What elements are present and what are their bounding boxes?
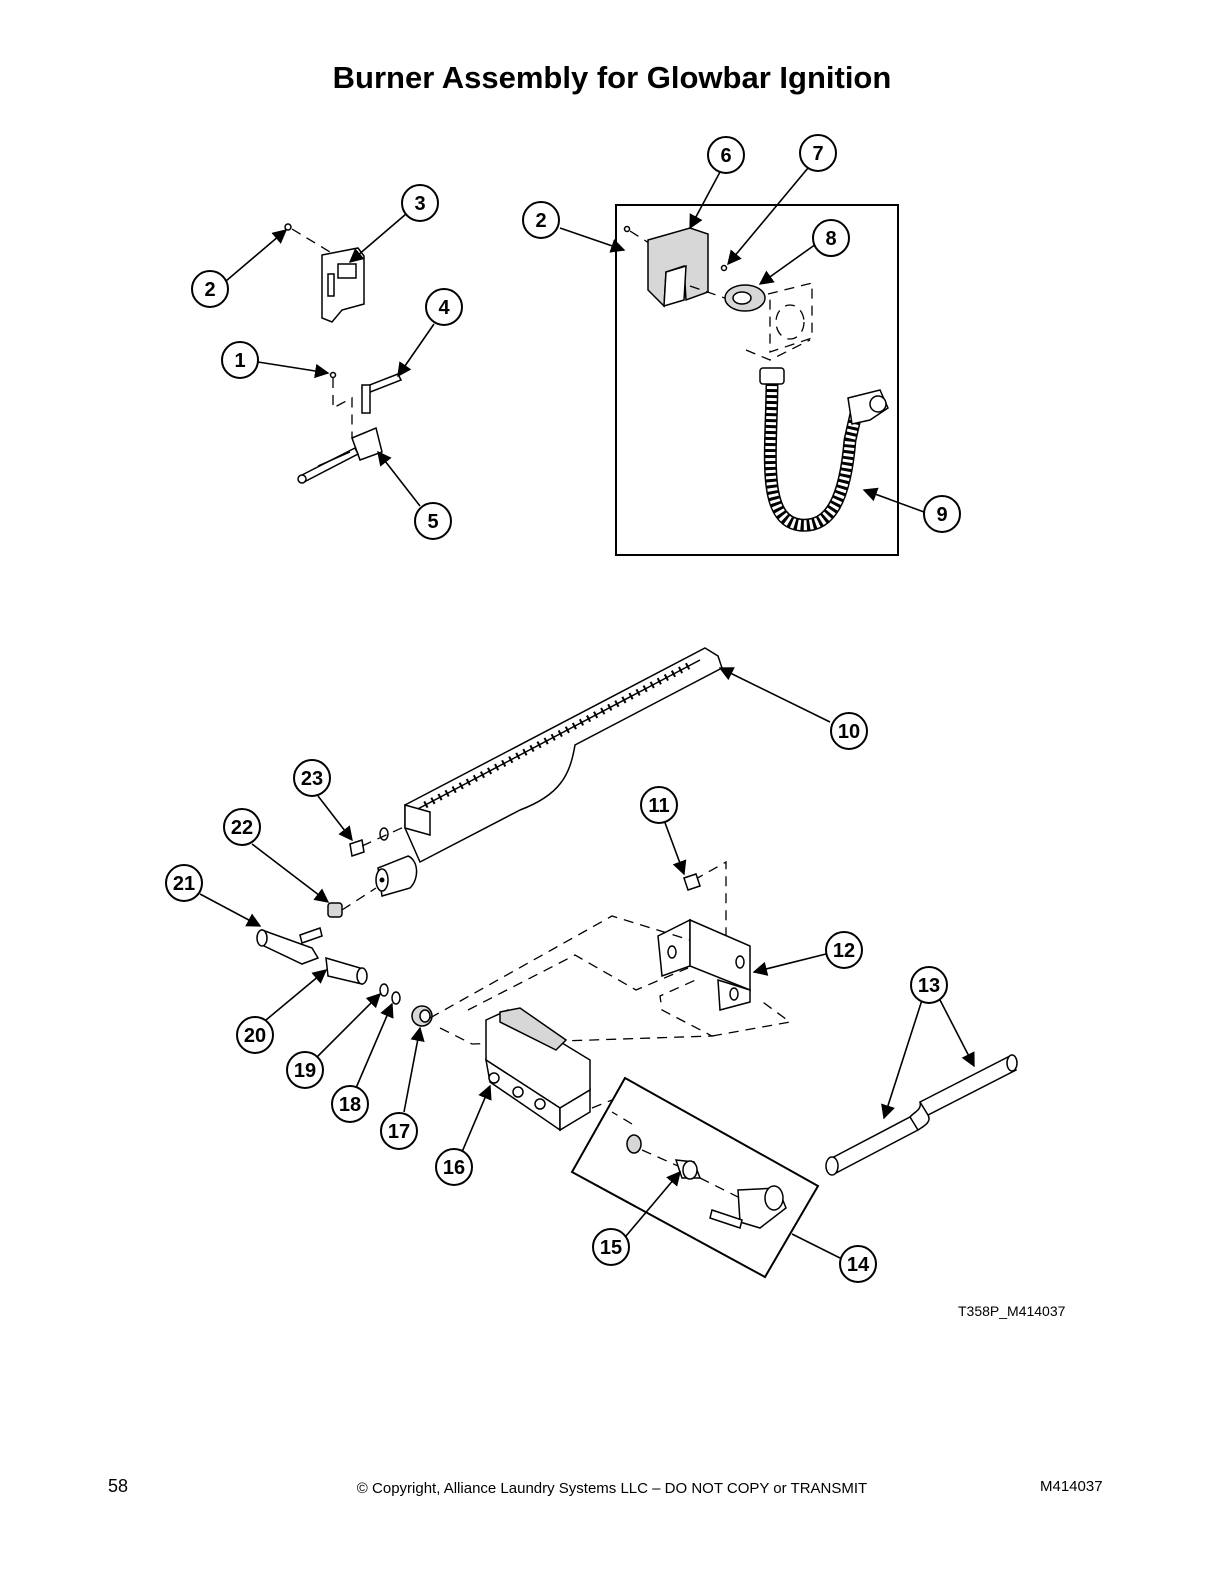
callout-19: 19 <box>286 1051 324 1089</box>
part-group-ignitor <box>284 223 403 484</box>
page-number: 58 <box>108 1476 129 1496</box>
callout-5-label: 5 <box>427 511 438 533</box>
part-group-valve-inlet-kit <box>570 1076 820 1279</box>
callout-20: 20 <box>236 1016 274 1054</box>
callout-1-label: 1 <box>234 350 245 372</box>
callout-4-label: 4 <box>438 297 450 319</box>
callout-2-left-label: 2 <box>204 279 215 301</box>
callout-10-label: 10 <box>838 721 860 743</box>
callout-20-label: 20 <box>244 1025 266 1047</box>
callout-9-label: 9 <box>936 504 947 526</box>
callout-14: 14 <box>839 1245 877 1283</box>
callout-13: 13 <box>910 966 948 1004</box>
callout-4: 4 <box>425 288 463 326</box>
callout-8: 8 <box>812 219 850 257</box>
callout-16-label: 16 <box>443 1157 465 1179</box>
callout-18-label: 18 <box>339 1094 361 1116</box>
callout-2-right-label: 2 <box>535 210 546 232</box>
callout-11-label: 11 <box>648 795 669 817</box>
part-gas-valve <box>484 1007 613 1132</box>
leader-lines <box>199 167 975 1259</box>
part-pipe-nipple <box>825 1054 1018 1176</box>
callout-17-label: 17 <box>388 1121 410 1143</box>
page-title: Burner Assembly for Glowbar Ignition <box>332 60 892 95</box>
callout-13-label: 13 <box>918 975 940 997</box>
callout-2-right: 2 <box>522 201 560 239</box>
part-group-valve-bracket <box>429 860 792 1045</box>
callout-9: 9 <box>923 495 961 533</box>
callout-23-label: 23 <box>301 768 323 790</box>
callout-2-left: 2 <box>191 270 229 308</box>
callout-5: 5 <box>414 502 452 540</box>
callout-16: 16 <box>435 1148 473 1186</box>
copyright-notice: © Copyright, Alliance Laundry Systems LL… <box>356 1480 868 1497</box>
part-burner-tube <box>375 647 723 897</box>
callout-21-label: 21 <box>173 873 195 895</box>
callout-14-label: 14 <box>847 1254 870 1276</box>
drawing-id: T358P_M414037 <box>958 1303 1066 1319</box>
callout-17: 17 <box>380 1112 418 1150</box>
callout-15: 15 <box>592 1228 630 1266</box>
callout-10: 10 <box>830 712 868 750</box>
callout-23: 23 <box>293 759 331 797</box>
callout-8-label: 8 <box>825 228 836 250</box>
callout-3-label: 3 <box>414 193 425 215</box>
part-group-orifice-fittings <box>256 825 433 1027</box>
document-number: M414037 <box>1040 1478 1103 1495</box>
callout-6-label: 6 <box>720 145 731 167</box>
callout-21: 21 <box>165 864 203 902</box>
callout-6: 6 <box>707 136 745 174</box>
callout-11: 11 <box>640 786 678 824</box>
callout-7-label: 7 <box>812 143 823 165</box>
callout-3: 3 <box>401 184 439 222</box>
callout-15-label: 15 <box>600 1237 622 1259</box>
part-group-flame-sensor <box>615 204 899 556</box>
callout-1: 1 <box>221 341 259 379</box>
callout-12: 12 <box>825 931 863 969</box>
callout-22-label: 22 <box>231 817 253 839</box>
callout-18: 18 <box>331 1085 369 1123</box>
callout-7: 7 <box>799 134 837 172</box>
callout-12-label: 12 <box>833 940 855 962</box>
callout-19-label: 19 <box>294 1060 316 1082</box>
callout-22: 22 <box>223 808 261 846</box>
